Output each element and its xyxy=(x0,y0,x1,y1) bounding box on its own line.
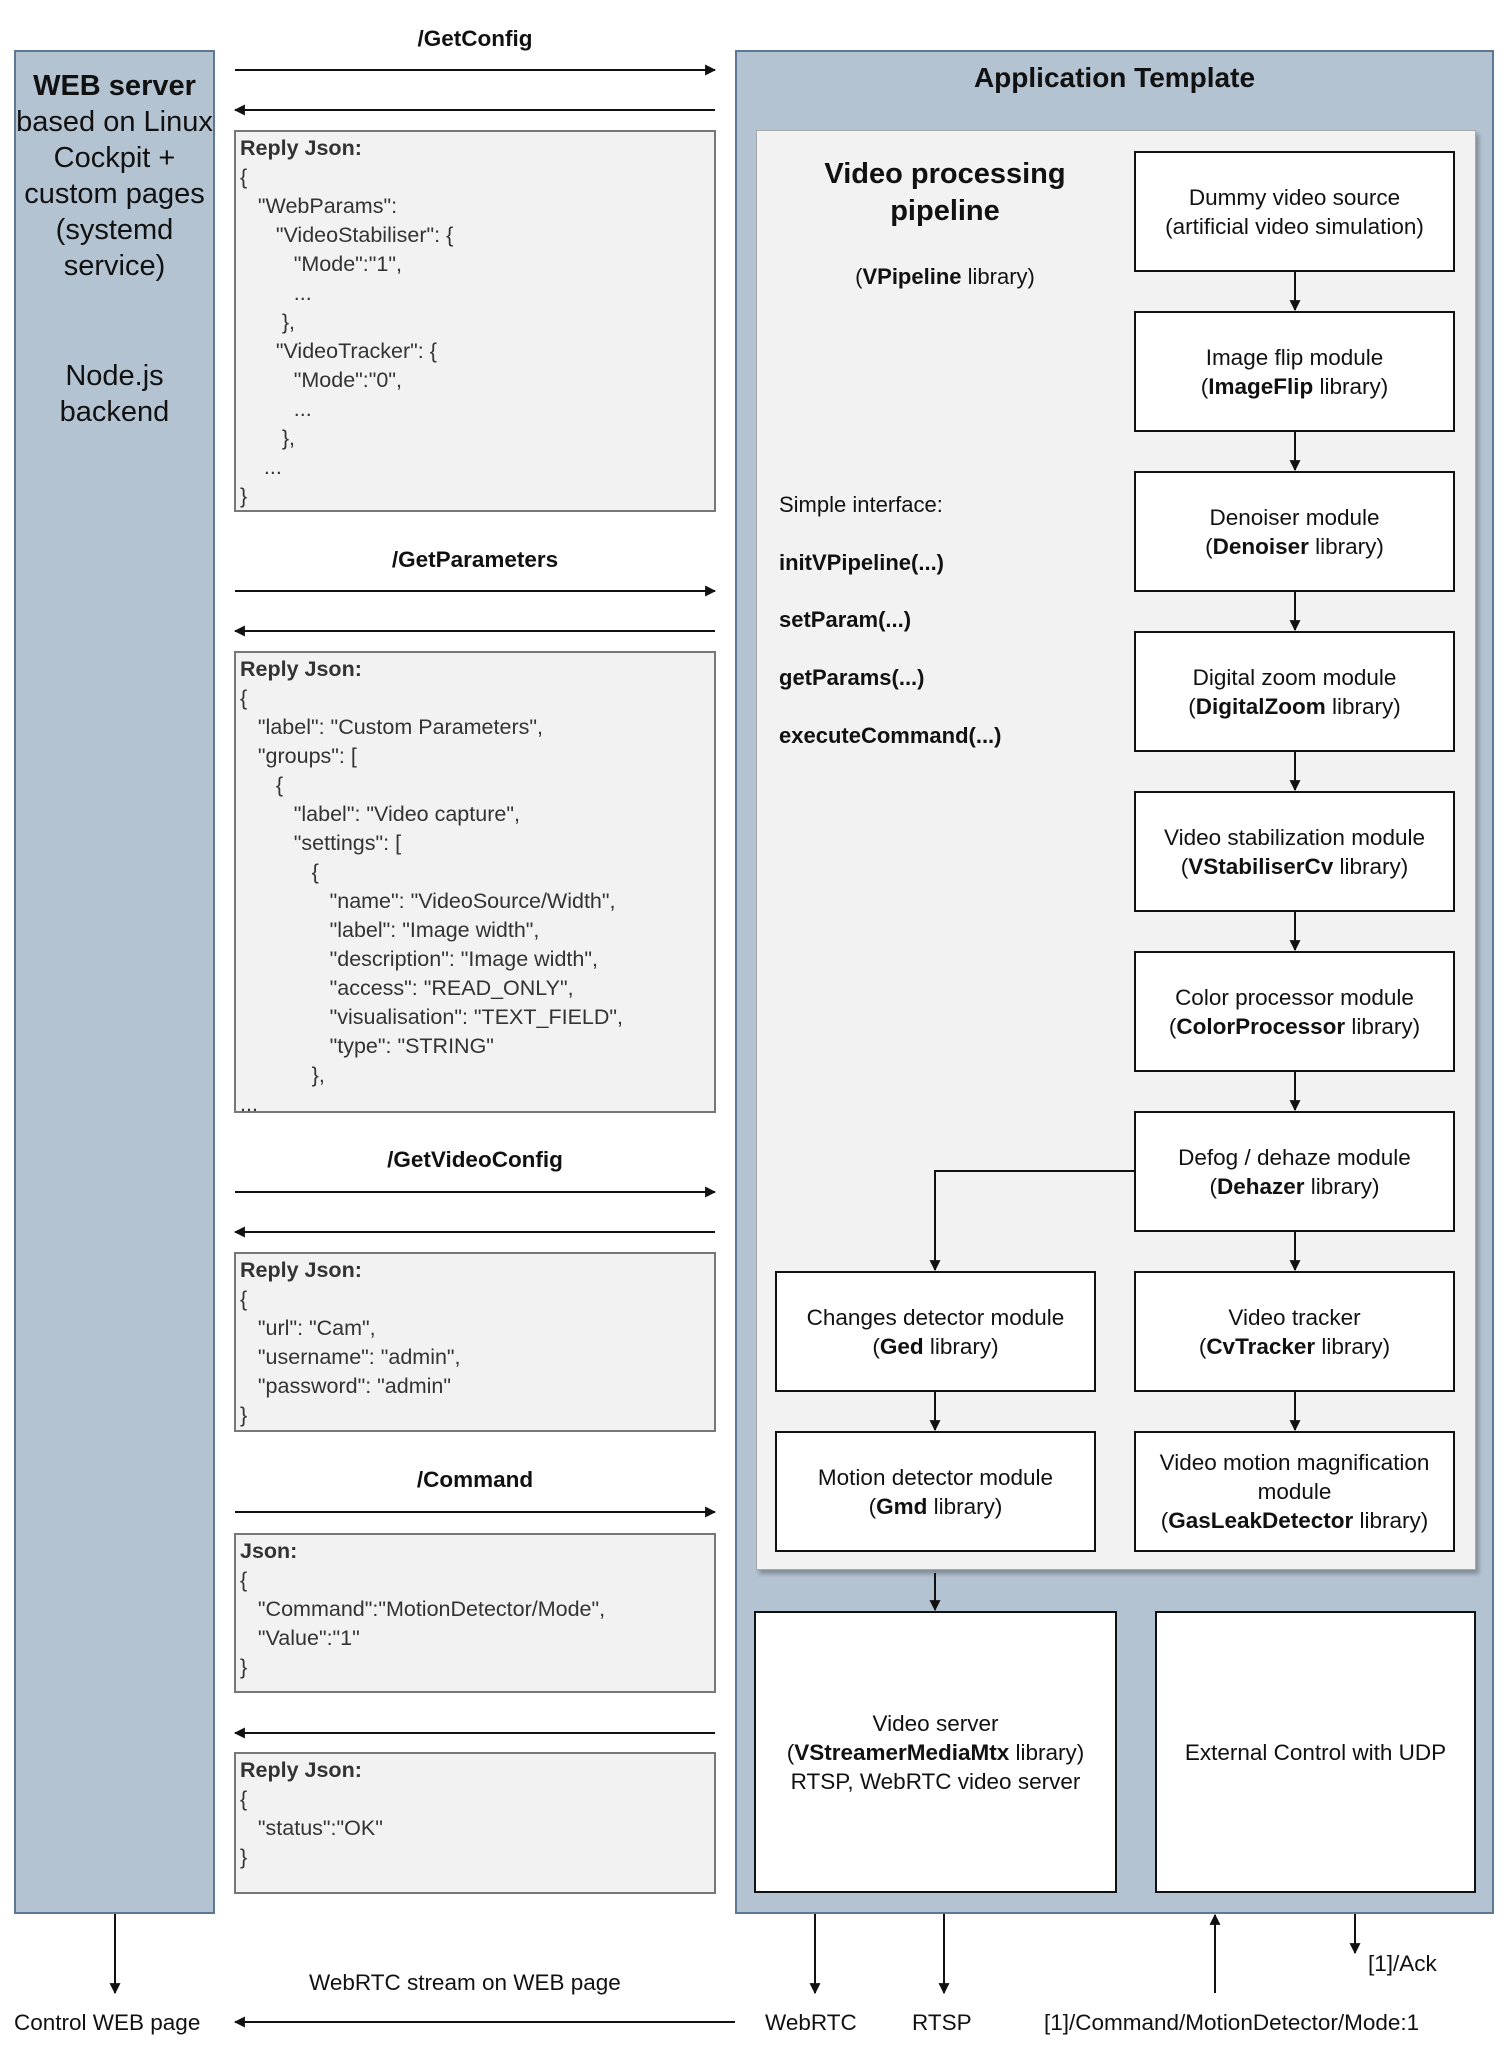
pipeline-branch-arrow xyxy=(929,1170,1134,1272)
color-processor-module: Color processor module(ColorProcessor li… xyxy=(1134,951,1455,1072)
json-line: "label": "Image width", xyxy=(240,918,540,942)
json-line: ... xyxy=(240,455,282,479)
json-line: "Command":"MotionDetector/Mode", xyxy=(240,1597,606,1621)
ack-label: [1]/Ack xyxy=(1368,1951,1437,1976)
json-line: { xyxy=(240,686,248,710)
json-line: "name": "VideoSource/Width", xyxy=(240,889,616,913)
json-line: "Mode":"0", xyxy=(240,368,402,392)
json-line: { xyxy=(240,165,248,189)
json-line: "status":"OK" xyxy=(240,1816,383,1840)
dummy-video-source-module: Dummy video source(artificial video simu… xyxy=(1134,151,1455,272)
json-line: "type": "STRING" xyxy=(240,1034,494,1058)
web-server-title: WEB server based on Linux Cockpit + cust… xyxy=(16,70,213,282)
rtsp-output-label: RTSP xyxy=(912,2010,972,2035)
interface-func: initVPipeline(...) xyxy=(779,550,945,575)
web-server-panel xyxy=(14,50,215,1914)
getconfig-reply-json: Reply Json: { "WebParams": "VideoStabili… xyxy=(234,130,716,512)
json-line: }, xyxy=(240,1063,325,1087)
application-template-title: Application Template xyxy=(973,62,1256,93)
json-line: "description": "Image width", xyxy=(240,947,598,971)
endpoint-getparameters-label: /GetParameters xyxy=(391,547,559,572)
json-line: "label": "Video capture", xyxy=(240,802,520,826)
changes-detector-module: Changes detector module(Ged library) xyxy=(775,1271,1096,1392)
getvideoconfig-reply-json: Reply Json: { "url": "Cam", "username": … xyxy=(234,1252,716,1432)
json-line: { xyxy=(240,1787,248,1811)
json-line: "groups": [ xyxy=(240,744,357,768)
digital-zoom-module: Digital zoom module(DigitalZoom library) xyxy=(1134,631,1455,752)
json-line: } xyxy=(240,1845,248,1869)
control-web-page-label: Control WEB page xyxy=(14,2010,201,2035)
pipeline-library: (VPipeline library) xyxy=(855,264,1035,289)
image-flip-module: Image flip module(ImageFlip library) xyxy=(1134,311,1455,432)
json-line: } xyxy=(240,1403,248,1427)
endpoint-command-label: /Command xyxy=(416,1467,534,1492)
endpoint-getvideoconfig-label: /GetVideoConfig xyxy=(387,1147,563,1172)
interface-func: getParams(...) xyxy=(779,665,925,690)
json-line: }, xyxy=(240,426,295,450)
motion-detector-module: Motion detector module(Gmd library) xyxy=(775,1431,1096,1552)
json-line: "VideoStabiliser": { xyxy=(240,223,454,247)
udp-command-label: [1]/Command/MotionDetector/Mode:1 xyxy=(1044,2010,1420,2035)
json-line: } xyxy=(240,484,248,508)
command-reply-json: Reply Json: { "status":"OK"} xyxy=(234,1752,716,1894)
json-line: "WebParams": xyxy=(240,194,398,218)
json-line: ... xyxy=(240,281,312,305)
pipeline-title: Video processing pipeline xyxy=(824,158,1066,227)
denoiser-module: Denoiser module(Denoiser library) xyxy=(1134,471,1455,592)
video-server-module: Video server(VStreamerMediaMtx library)R… xyxy=(754,1611,1117,1893)
json-line: }, xyxy=(240,310,295,334)
json-line: ... xyxy=(240,1092,258,1116)
interface-func: executeCommand(...) xyxy=(779,723,1002,748)
defog-dehaze-module: Defog / dehaze module(Dehazer library) xyxy=(1134,1111,1455,1232)
json-line: "Mode":"1", xyxy=(240,252,402,276)
json-line: "url": "Cam", xyxy=(240,1316,376,1340)
interface-func: setParam(...) xyxy=(779,607,912,632)
external-control-udp-module: External Control with UDP xyxy=(1155,1611,1476,1893)
json-line: { xyxy=(240,860,319,884)
json-line: "username": "admin", xyxy=(240,1345,461,1369)
endpoint-getconfig-label: /GetConfig xyxy=(417,26,533,51)
json-line: "settings": [ xyxy=(240,831,402,855)
json-line: { xyxy=(240,1287,248,1311)
interface-label: Simple interface: xyxy=(779,492,943,517)
video-stabilization-module: Video stabilization module(VStabiliserCv… xyxy=(1134,791,1455,912)
json-line: "visualisation": "TEXT_FIELD", xyxy=(240,1005,624,1029)
json-line: "VideoTracker": { xyxy=(240,339,437,363)
json-line: { xyxy=(240,773,284,797)
webrtc-stream-label: WebRTC stream on WEB page xyxy=(309,1970,621,1995)
getparameters-reply-json: Reply Json: { "label": "Custom Parameter… xyxy=(234,651,716,1116)
json-line: "Value":"1" xyxy=(240,1626,360,1650)
json-line: ... xyxy=(240,397,312,421)
web-server-backend: Node.js backend xyxy=(59,360,170,428)
command-request-json: Json: { "Command":"MotionDetector/Mode",… xyxy=(234,1533,716,1693)
json-line: "password": "admin" xyxy=(240,1374,451,1398)
json-line: "label": "Custom Parameters", xyxy=(240,715,543,739)
webrtc-output-label: WebRTC xyxy=(765,2010,857,2035)
json-line: "access": "READ_ONLY", xyxy=(240,976,574,1000)
video-tracker-module: Video tracker(CvTracker library) xyxy=(1134,1271,1455,1392)
json-line: { xyxy=(240,1568,248,1592)
json-line: } xyxy=(240,1655,248,1679)
